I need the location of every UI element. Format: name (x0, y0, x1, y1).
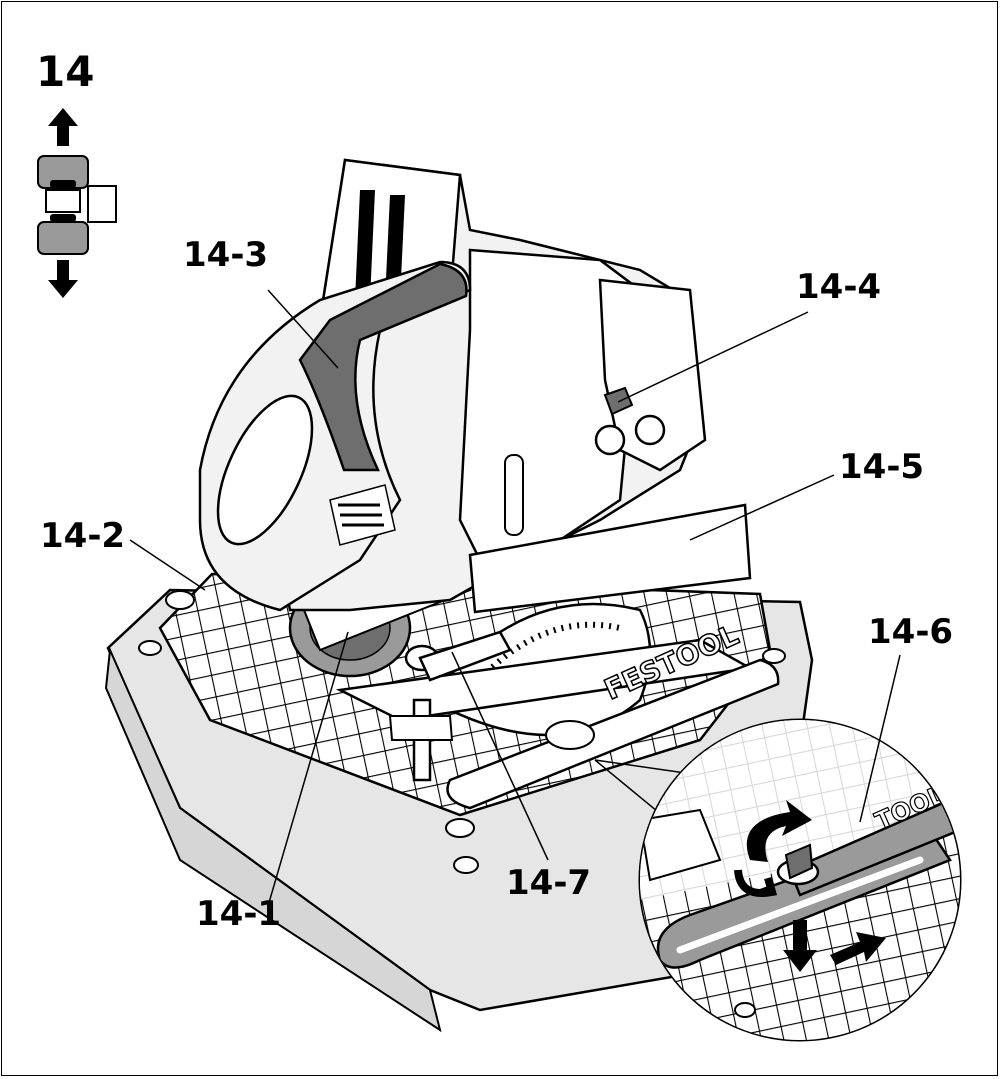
figure-number: 14 (36, 47, 94, 96)
callout-14-7: 14-7 (506, 863, 591, 903)
callout-14-2: 14-2 (40, 516, 125, 556)
callout-14-4: 14-4 (796, 267, 881, 307)
arrow-down-icon (783, 920, 817, 972)
material-clamp (388, 630, 512, 782)
turntable: FESTOOL (335, 602, 780, 810)
leader-lines (129, 289, 901, 907)
callout-14-3: 14-3 (183, 235, 268, 275)
callout-14-6: 14-6 (868, 612, 953, 652)
detail-zoom: TOOL (594, 718, 962, 1042)
clamp-symbol-icon (37, 155, 117, 255)
push-arrow-icon (830, 932, 886, 965)
rotate-arrow-icon (734, 800, 812, 897)
callout-labels: 14-1 14-2 14-3 14-4 14-5 14-6 14-7 (40, 235, 953, 934)
callout-14-5: 14-5 (839, 447, 924, 487)
arrow-down-icon (48, 260, 78, 298)
clamp-symbol (37, 108, 117, 298)
arrow-up-icon (48, 108, 78, 146)
splinter-guard (468, 503, 752, 614)
callout-14-1: 14-1 (196, 894, 281, 934)
saw-handle (198, 260, 472, 612)
